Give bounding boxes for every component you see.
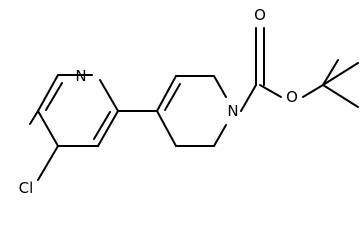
atom-chlorine: Cl (19, 179, 34, 197)
atom-n-pyridine: N (75, 67, 86, 85)
bond-tbu-ch3-bottom (322, 84, 359, 108)
bond-carbonyl-o (259, 84, 282, 98)
bond-c5-cl (29, 110, 39, 125)
tetrahydropyridine-ring (156, 75, 227, 147)
bond-n-c6 (213, 124, 227, 147)
bond-tbu-ch3-top (322, 59, 339, 86)
bond-c4-c3 (156, 75, 177, 112)
bond-o-tbu (302, 84, 324, 98)
bond-c5-c6 (37, 74, 59, 112)
bond-c5-c4 (156, 110, 177, 147)
atom-n-carbamate: N (227, 102, 238, 120)
boc-group (240, 27, 359, 112)
bond-tbu-ch3-right (322, 62, 359, 86)
bond-c5-c6-double (45, 82, 63, 111)
bond-c4-c3-double (164, 83, 181, 111)
structure-diagram: N Cl N O O (19, 6, 359, 197)
atom-o-ester: O (286, 88, 298, 106)
bond-c2-c3 (97, 110, 119, 147)
bond-ring-to-cl (37, 145, 59, 181)
bond-n-c2 (99, 79, 119, 112)
bond-n-carbonyl-c (240, 84, 257, 112)
pyridine-ring (29, 74, 158, 147)
bond-c2-c3-double (93, 111, 111, 140)
atom-o-carbonyl: O (254, 6, 266, 24)
bond-c4-c5 (37, 110, 59, 147)
molecule-svg: N Cl N O O (19, 6, 359, 197)
bond-c2-n (213, 75, 227, 98)
